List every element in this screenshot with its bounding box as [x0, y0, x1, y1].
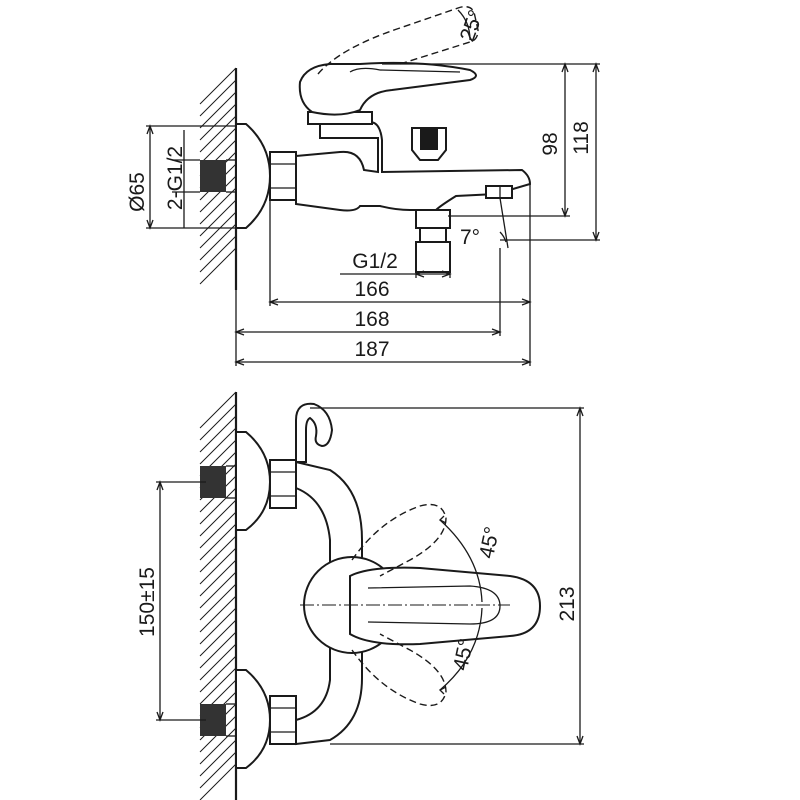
wall-flange — [235, 123, 272, 229]
lever-inner-front — [367, 585, 501, 625]
lever-rotated-down-dashed — [351, 633, 447, 707]
spout-tip — [485, 185, 513, 199]
hatch-line — [199, 547, 237, 585]
hatch-line — [199, 583, 237, 621]
hatch-line — [199, 607, 237, 645]
hatch-line — [199, 739, 237, 777]
hatch-line — [199, 511, 237, 549]
dim-label-outlet-thread: G1/2 — [352, 250, 398, 273]
hatch-line — [199, 571, 237, 609]
hatch-line — [199, 247, 237, 285]
hatch-line — [199, 763, 237, 800]
dim-label-45-deg-up: 45° — [475, 525, 504, 561]
lever-handle-inner — [349, 67, 461, 73]
lever-handle-raised-dashed — [317, 5, 479, 75]
hatch-line — [199, 535, 237, 573]
lower-connection-nut — [269, 695, 297, 745]
hatch-line — [199, 499, 237, 537]
angle-arc-25 — [457, 9, 471, 41]
hatch-line — [199, 79, 237, 117]
hatch-line — [199, 655, 237, 693]
hatch-line — [199, 175, 237, 213]
wall-front-view — [199, 391, 238, 800]
wall-hatching — [199, 67, 237, 285]
hatch-line — [199, 751, 237, 789]
hatch-line — [199, 103, 237, 141]
hatch-line — [199, 391, 237, 429]
hatch-line — [199, 643, 237, 681]
lower-wall-flange — [235, 669, 272, 769]
hatch-line — [199, 727, 237, 765]
hatch-line — [199, 91, 237, 129]
hatch-line — [199, 487, 237, 525]
dim-label-inlet-thread: 2-G1/2 — [164, 146, 187, 210]
inlet-thread-detail — [200, 159, 236, 193]
hatch-line — [199, 559, 237, 597]
hatch-line — [199, 127, 237, 165]
dim-label-inlet-spacing: 150±15 — [136, 567, 159, 637]
hatch-line — [199, 595, 237, 633]
hatch-line — [199, 199, 237, 237]
dim-label-98: 98 — [539, 132, 562, 155]
angle-arc-45-down — [439, 607, 483, 691]
hatch-line — [199, 427, 237, 465]
side-view: 98 118 25° 7° Ø65 2-G1/2 G1/2 166 — [126, 5, 600, 366]
hatch-line — [199, 67, 237, 105]
connection-nut — [269, 151, 297, 201]
hatch-line — [199, 619, 237, 657]
lever-outline-front — [349, 566, 542, 646]
faucet-body — [295, 121, 532, 212]
lever-rotated-up-dashed — [351, 503, 447, 577]
hatch-line — [199, 235, 237, 273]
hatch-line — [199, 415, 237, 453]
hatch-line — [199, 523, 237, 561]
dim-label-7-deg: 7° — [460, 226, 480, 249]
lever-handle — [298, 61, 477, 116]
wall-side-view — [199, 67, 238, 290]
dim-label-166: 166 — [354, 278, 389, 301]
angle-arc-45-up — [439, 519, 483, 603]
dim-label-118: 118 — [570, 121, 593, 154]
wall-hatching — [199, 391, 237, 800]
dim-label-45-deg-down: 45° — [449, 637, 478, 673]
dim-label-187: 187 — [354, 338, 389, 361]
hatch-line — [199, 115, 237, 153]
front-view: 45° 45° 213 150±15 — [136, 391, 584, 800]
hatch-line — [199, 211, 237, 249]
dim-label-213: 213 — [556, 586, 579, 621]
diverter-knob — [411, 127, 447, 161]
hatch-line — [199, 667, 237, 705]
upper-connection-nut — [269, 459, 297, 509]
hatch-line — [199, 223, 237, 261]
hatch-line — [199, 631, 237, 669]
shower-outlet — [415, 209, 451, 273]
upper-wall-flange — [235, 431, 272, 531]
hatch-line — [199, 403, 237, 441]
angle-arc-7 — [499, 231, 507, 243]
dim-label-168: 168 — [354, 308, 389, 331]
shower-hook — [295, 402, 334, 463]
hatch-line — [199, 187, 237, 225]
dim-label-diameter: Ø65 — [126, 172, 149, 212]
